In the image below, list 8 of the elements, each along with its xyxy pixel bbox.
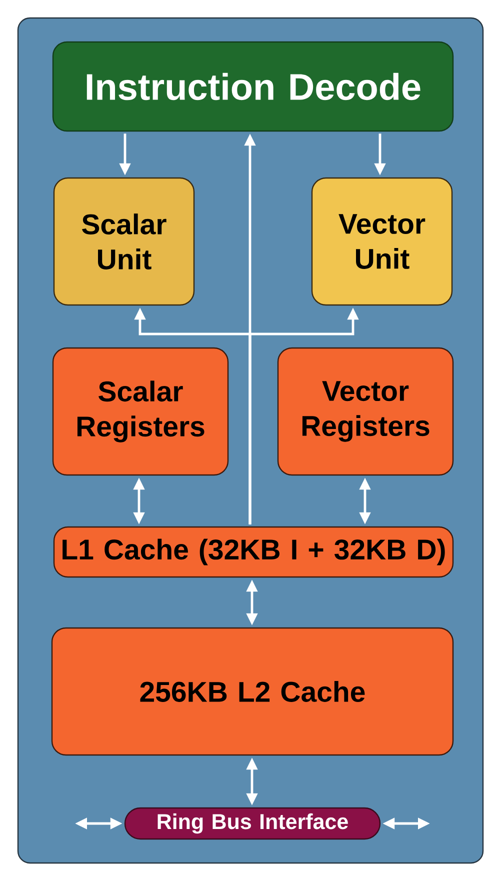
decode-box: Instruction Decode (52, 41, 454, 132)
unit-box: Vector Unit (311, 177, 453, 306)
register-box: Vector Registers (277, 347, 454, 476)
cache-box: 256KB L2 Cache (51, 627, 454, 756)
cache-box: L1 Cache (32KB I + 32KB D) (53, 526, 454, 578)
bus-pill: Ring Bus Interface (124, 807, 381, 840)
register-box: Scalar Registers (52, 347, 229, 476)
unit-box: Scalar Unit (53, 177, 195, 306)
